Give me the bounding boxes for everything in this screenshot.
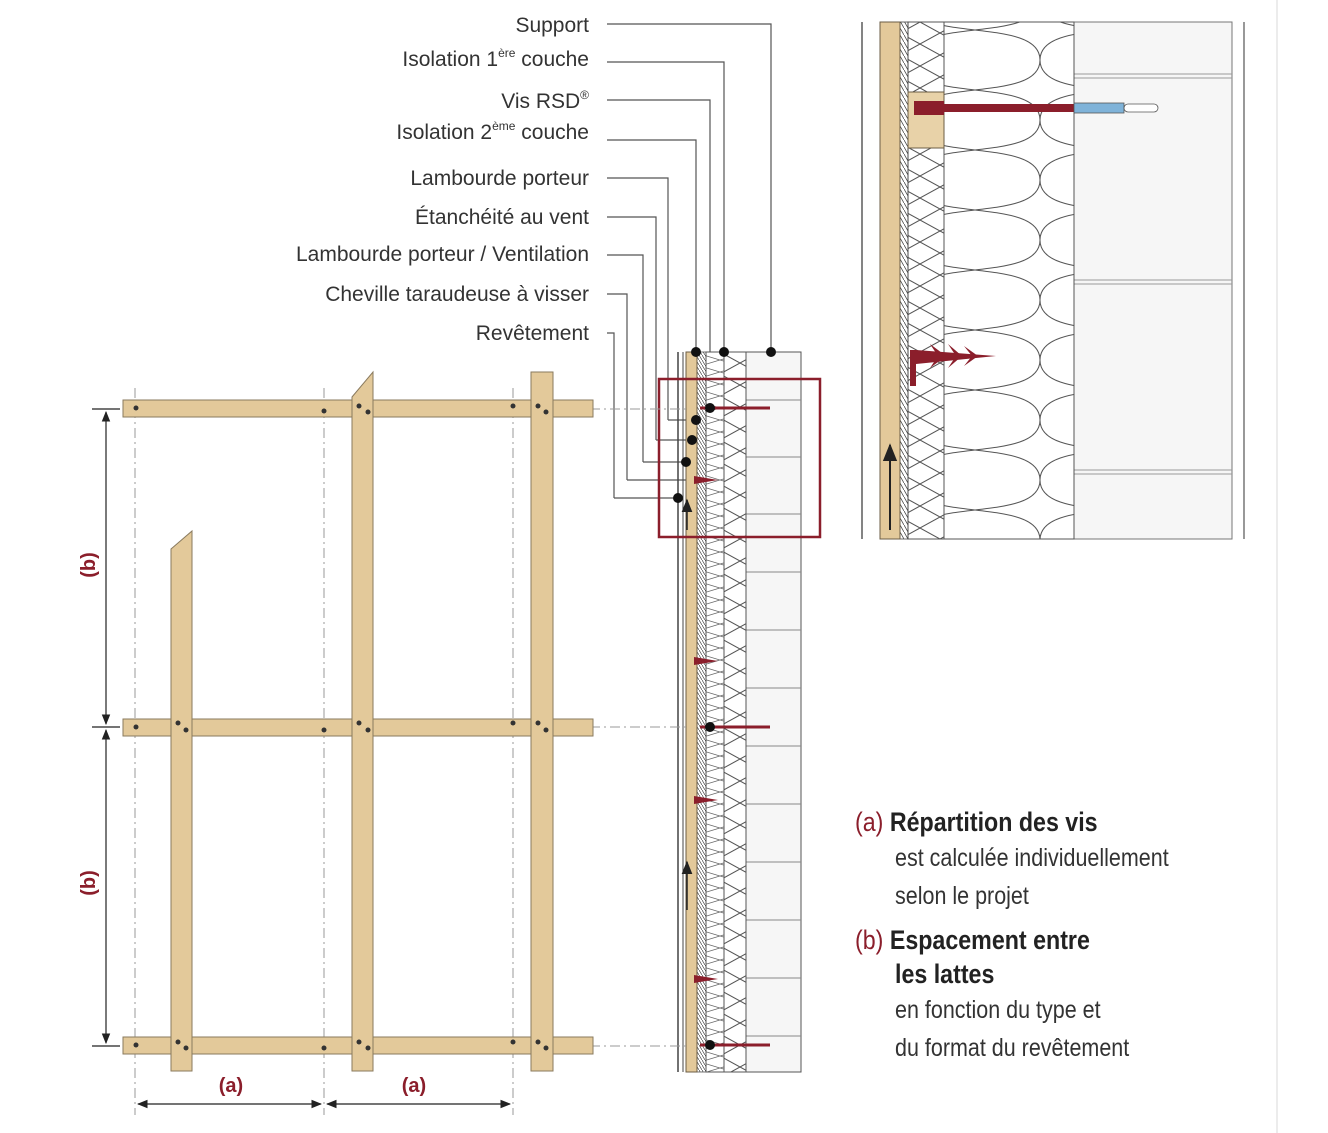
label-isolation-1: Isolation 1ère couche <box>402 46 589 71</box>
batten-grid-elevation: (b) (b) (a) (a) <box>78 370 690 1115</box>
label-etancheite: Étanchéité au vent <box>415 206 589 229</box>
leader-lines <box>607 23 772 499</box>
legend: (a) Répartition des vis est calculée ind… <box>855 805 1275 1075</box>
legend-item-a: (a) Répartition des vis est calculée ind… <box>855 805 1275 915</box>
legend-key-b: (b) <box>855 925 884 955</box>
dowel-icon <box>910 344 996 386</box>
dimension-b-lower: (b) <box>78 870 100 896</box>
label-isolation-2: Isolation 2ème couche <box>396 119 589 144</box>
legend-line-a-1: est calculée individuellement <box>895 844 1169 872</box>
detail-zoom <box>861 21 1245 540</box>
wall-section <box>657 347 822 1073</box>
legend-title-b-2: les lattes <box>895 959 995 989</box>
dimension-a-left: (a) <box>219 1075 243 1097</box>
dimension-a-right: (a) <box>402 1075 426 1097</box>
dowels <box>694 476 718 983</box>
legend-line-a-2: selon le projet <box>895 882 1029 910</box>
legend-item-b: (b) Espacement entre les lattes en fonct… <box>855 923 1275 1067</box>
label-lambourde-porteur: Lambourde porteur <box>410 167 589 190</box>
label-revetement: Revêtement <box>476 322 589 345</box>
legend-key-a: (a) <box>855 807 884 837</box>
label-vis-rsd: Vis RSD® <box>501 88 589 113</box>
legend-title-a: Répartition des vis <box>889 807 1098 837</box>
legend-line-b-2: du format du revêtement <box>895 1034 1130 1062</box>
label-support: Support <box>515 14 589 37</box>
screw-head-icon <box>914 101 944 115</box>
callout-labels: Support Isolation 1ère couche Vis RSD® I… <box>296 14 589 345</box>
legend-line-b-1: en fonction du type et <box>895 996 1101 1024</box>
label-cheville: Cheville taraudeuse à visser <box>325 283 589 306</box>
legend-title-b-1: Espacement entre <box>889 925 1090 955</box>
label-lambourde-ventilation: Lambourde porteur / Ventilation <box>296 243 589 266</box>
dimension-b-upper: (b) <box>78 552 100 578</box>
detail-frame <box>657 377 822 539</box>
